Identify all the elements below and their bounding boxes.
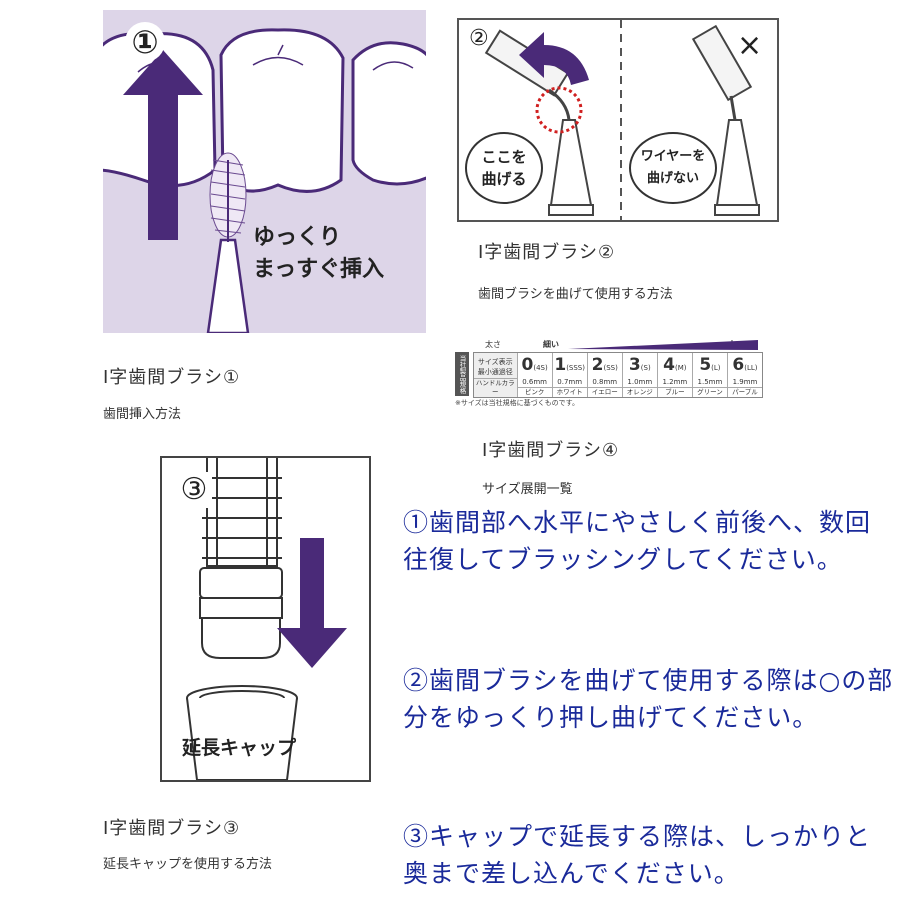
down-arrow-icon <box>277 538 347 668</box>
instruction-1: ①歯間部へ水平にやさしく前後へ、数回往復してブラッシングしてください。 <box>403 508 872 574</box>
size-col: 4(M) 1.2mm ブルー <box>656 353 692 397</box>
row-color-label: ハンドルカラー <box>474 378 517 396</box>
panel2-title: I字歯間ブラシ② <box>478 242 616 263</box>
bubble-ng-line-2: 曲げない <box>646 171 699 186</box>
step-number-3: ③ <box>176 472 212 508</box>
instruction-2: ②歯間ブラシを曲げて使用する際は○の部分をゆっくり押し曲げてください。 <box>403 666 894 732</box>
panel1-subtitle: 歯間挿入方法 <box>103 407 182 422</box>
size-col: 5(L) 1.5mm グリーン <box>691 353 727 397</box>
bubble-bend-here: ここを 曲げる <box>465 132 543 204</box>
size-col: 0(4S) 0.6mm ピンク <box>516 353 552 397</box>
curved-arrow-icon <box>519 32 589 85</box>
teeth-illustration <box>103 10 426 333</box>
extension-cap <box>186 685 298 780</box>
panel4-subtitle: サイズ展開一覧 <box>482 482 573 497</box>
thickness-header: 太さ 細い 太い <box>473 338 761 351</box>
panel-extension-cap-method: ③ 延長キャップ <box>160 456 371 782</box>
row-size-label: サイズ表示 最小通過径 <box>477 358 513 376</box>
size-col: 2(SS) 0.8mm イエロー <box>586 353 622 397</box>
ng-mark-icon: × <box>737 28 763 63</box>
bubble-ok-line-2: 曲げる <box>481 170 527 188</box>
panel1-title: I字歯間ブラシ① <box>103 367 241 388</box>
insertion-callout: ゆっくり まっすぐ挿入 <box>253 222 384 286</box>
thickness-wedge <box>568 340 758 350</box>
header-thickness: 太さ <box>485 340 501 349</box>
size-row-labels: サイズ表示 最小通過径 ハンドルカラー <box>474 353 517 397</box>
panel-bending-method: ② × ここを 曲げる ワイヤーを 曲げない <box>457 18 779 222</box>
step-number-2: ② <box>469 26 489 51</box>
size-table: 当社製品規格 太さ 細い 太い サイズ表示 最小通過径 ハンドルカラー 0(4S… <box>455 338 765 408</box>
callout-line-2: まっすぐ挿入 <box>253 257 385 282</box>
bending-illustration <box>484 20 760 220</box>
bubble-dont-bend-wire: ワイヤーを 曲げない <box>629 132 717 204</box>
instruction-3: ③キャップで延長する際は、しっかりと奥まで差し込んでください。 <box>403 822 872 888</box>
bubble-ng-line-1: ワイヤーを <box>640 149 706 164</box>
extension-cap-illustration <box>186 458 347 780</box>
extension-cap-label: 延長キャップ <box>182 737 297 759</box>
bubble-ok-line-1: ここを <box>481 148 527 166</box>
callout-line-1: ゆっくり <box>253 225 342 250</box>
up-arrow-icon <box>123 50 203 240</box>
header-thin: 細い <box>543 340 559 349</box>
size-table-side-label: 当社製品規格 <box>455 352 469 396</box>
panel4-title: I字歯間ブラシ④ <box>482 440 620 461</box>
panel3-subtitle: 延長キャップを使用する方法 <box>103 857 273 872</box>
size-table-note: ※サイズは当社規格に基づくものです。 <box>455 399 579 407</box>
size-col: 6(LL) 1.9mm パープル <box>726 353 763 397</box>
panel3-title: I字歯間ブラシ③ <box>103 818 241 839</box>
panel2-subtitle: 歯間ブラシを曲げて使用する方法 <box>478 287 673 302</box>
panel-insertion-method: ① ゆっくり まっすぐ挿入 <box>103 10 426 333</box>
size-grid: サイズ表示 最小通過径 ハンドルカラー 0(4S) 0.6mm ピンク 1(SS… <box>473 352 763 398</box>
brush-ng <box>691 24 760 216</box>
size-col: 3(S) 1.0mm オレンジ <box>621 353 657 397</box>
bent-brush-ok <box>484 29 594 216</box>
size-col: 1(SSS) 0.7mm ホワイト <box>551 353 587 397</box>
step-number-1: ① <box>125 22 165 62</box>
brush-handle <box>199 458 283 659</box>
